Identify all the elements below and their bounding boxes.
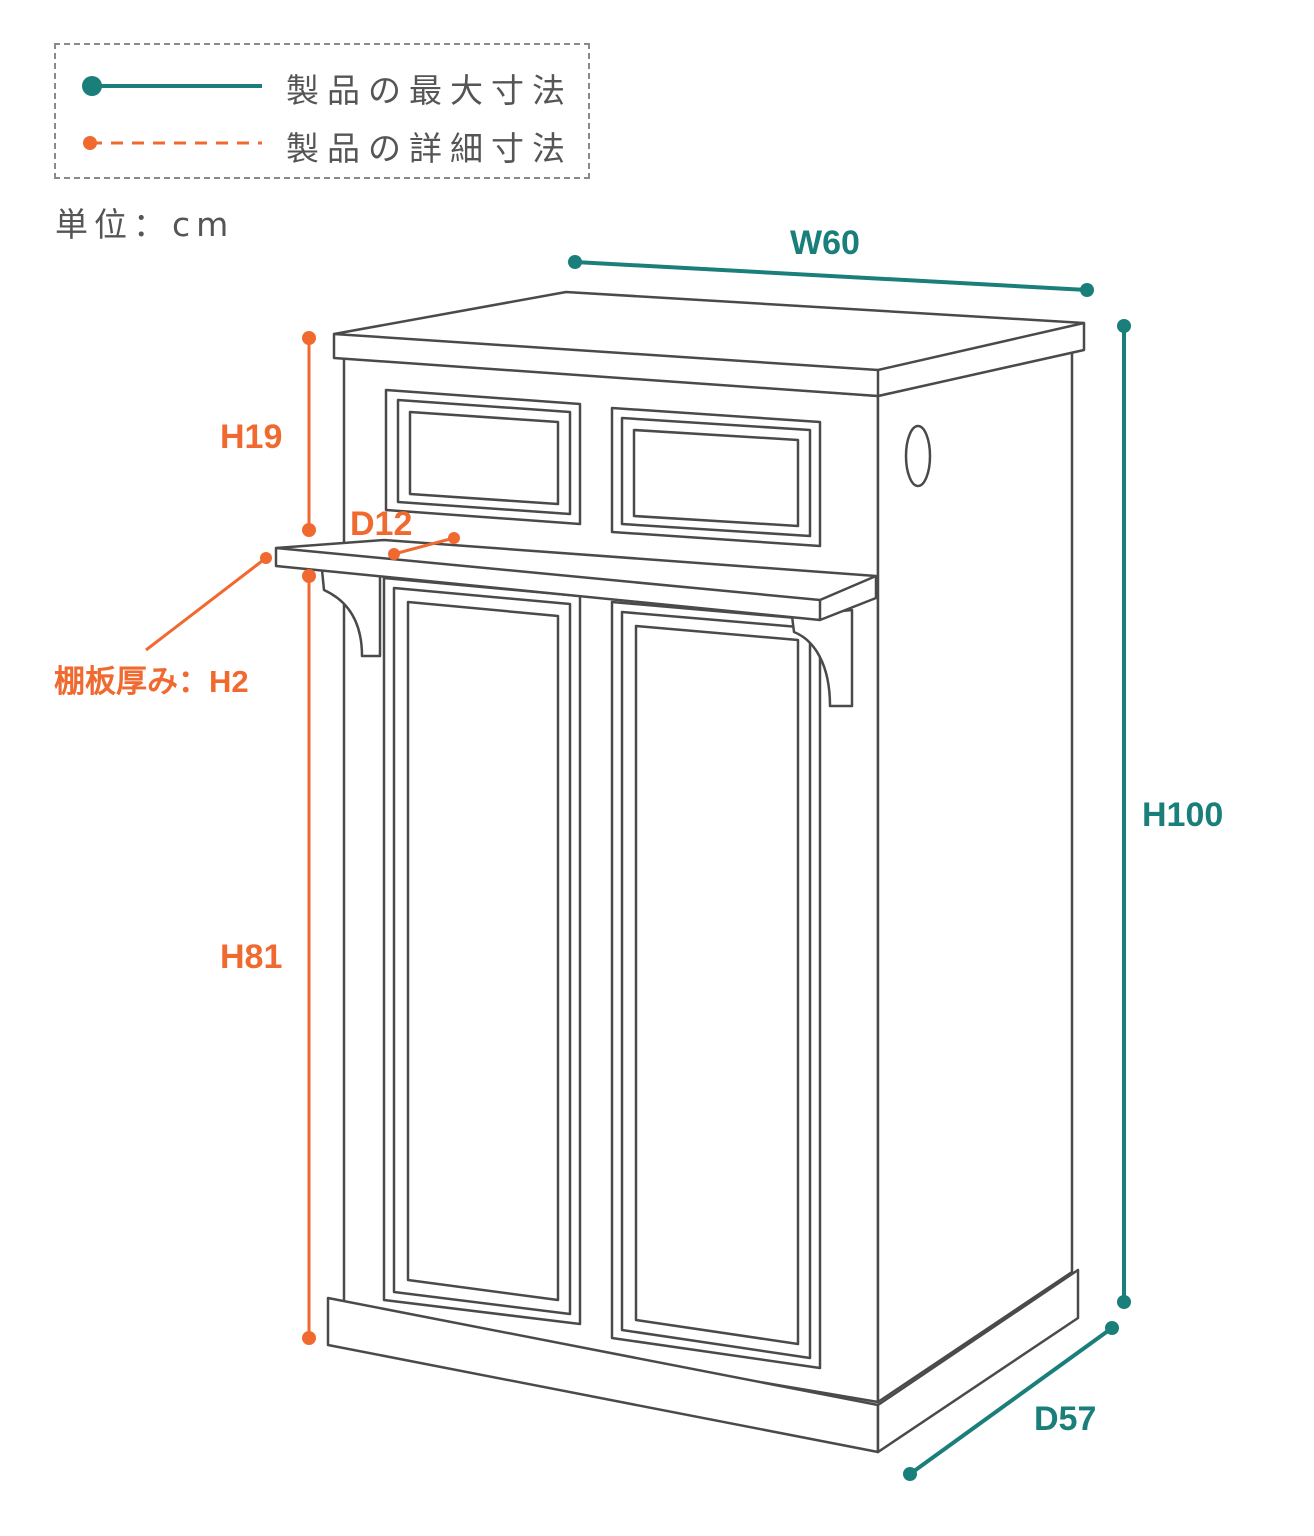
height-total-label: H100 xyxy=(1142,796,1224,834)
legend-max-label: 製品の最大寸法 xyxy=(286,71,573,110)
width-label: W60 xyxy=(790,224,860,262)
cabinet-plinth-side xyxy=(876,1268,1080,1454)
shelf-bracket-left xyxy=(320,568,382,658)
depth-dimension-line xyxy=(903,1321,1119,1481)
cabinet-side-face xyxy=(876,350,1074,1404)
legend-max-swatch xyxy=(82,76,262,96)
shelf-bracket-right xyxy=(790,608,854,708)
shelf-depth-dimension-line xyxy=(388,532,460,560)
height-lower-label: H81 xyxy=(220,938,283,976)
height-lower-dimension-line xyxy=(302,569,316,1345)
width-dimension-line xyxy=(568,255,1094,297)
shelf-board xyxy=(274,538,878,622)
shelf-thickness-leader-line xyxy=(145,552,272,652)
shelf-thickness-label: 棚板厚み：H2 xyxy=(54,664,249,699)
cabinet-top-board xyxy=(332,290,1086,398)
depth-label: D57 xyxy=(1034,1400,1097,1438)
height-upper-dimension-line xyxy=(302,331,316,537)
height-total-dimension-line xyxy=(1117,319,1131,1309)
height-upper-label: H19 xyxy=(220,418,283,456)
shelf-depth-label: D12 xyxy=(350,505,413,543)
legend-box xyxy=(54,43,590,179)
legend-detail-swatch xyxy=(83,136,262,150)
legend-detail-label: 製品の詳細寸法 xyxy=(286,129,573,168)
unit-label: 単位：cm xyxy=(55,205,235,244)
cord-hole xyxy=(904,424,932,488)
